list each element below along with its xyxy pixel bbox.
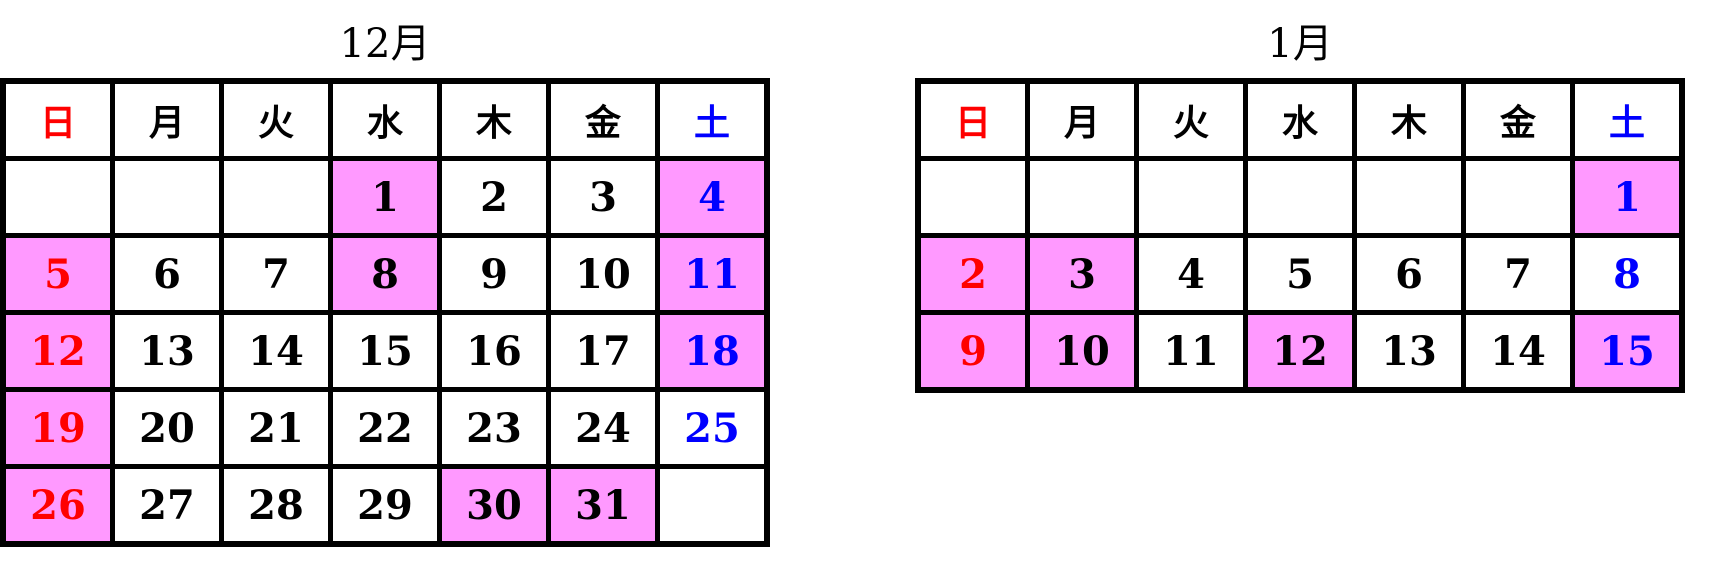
week-row: 1 [915, 156, 1685, 238]
day-cell: 9 [915, 310, 1030, 393]
weekday-header-row: 日月火水木金土 [915, 78, 1685, 161]
day-cell: 2 [915, 233, 1030, 315]
weekday-header-cell: 金 [546, 78, 660, 161]
empty-day-cell [1461, 156, 1575, 238]
day-cell: 6 [1352, 233, 1466, 315]
day-cell: 3 [1025, 233, 1139, 315]
weekday-header-cell: 日 [915, 78, 1030, 161]
day-cell: 4 [1134, 233, 1248, 315]
day-cell: 19 [0, 387, 115, 469]
calendar-title: 12月 [339, 21, 431, 67]
weekday-header-row: 日月火水木金土 [0, 78, 770, 161]
empty-day-cell [1134, 156, 1248, 238]
day-cell: 3 [546, 156, 660, 238]
weekday-header-cell: 土 [1570, 78, 1685, 161]
weekday-header-cell: 月 [110, 78, 224, 161]
empty-day-cell [110, 156, 224, 238]
weekday-header-cell: 木 [437, 78, 551, 161]
weekday-header-cell: 水 [328, 78, 442, 161]
day-cell: 14 [219, 310, 333, 392]
day-cell: 10 [546, 233, 660, 315]
day-cell: 8 [1570, 233, 1685, 315]
day-cell: 15 [328, 310, 442, 392]
day-cell: 24 [546, 387, 660, 469]
day-cell: 12 [1243, 310, 1357, 393]
weekday-header-cell: 金 [1461, 78, 1575, 161]
day-cell: 6 [110, 233, 224, 315]
empty-day-cell [1352, 156, 1466, 238]
day-cell: 18 [655, 310, 770, 392]
weekday-header-cell: 水 [1243, 78, 1357, 161]
empty-day-cell [219, 156, 333, 238]
day-cell: 28 [219, 464, 333, 547]
day-cell: 13 [1352, 310, 1466, 393]
day-cell: 4 [655, 156, 770, 238]
day-cell: 8 [328, 233, 442, 315]
day-cell: 11 [1134, 310, 1248, 393]
day-cell: 25 [655, 387, 770, 469]
day-cell: 30 [437, 464, 551, 547]
empty-day-cell [915, 156, 1030, 238]
weekday-header-cell: 土 [655, 78, 770, 161]
day-cell: 1 [328, 156, 442, 238]
day-cell: 15 [1570, 310, 1685, 393]
day-cell: 11 [655, 233, 770, 315]
day-cell: 22 [328, 387, 442, 469]
day-cell: 10 [1025, 310, 1139, 393]
weekday-header-cell: 木 [1352, 78, 1466, 161]
day-cell: 16 [437, 310, 551, 392]
day-cell: 31 [546, 464, 660, 547]
day-cell: 7 [1461, 233, 1575, 315]
day-cell: 17 [546, 310, 660, 392]
empty-day-cell [655, 464, 770, 547]
day-cell: 5 [1243, 233, 1357, 315]
day-cell: 12 [0, 310, 115, 392]
day-cell: 14 [1461, 310, 1575, 393]
weekday-header-cell: 日 [0, 78, 115, 161]
day-cell: 2 [437, 156, 551, 238]
day-cell: 29 [328, 464, 442, 547]
day-cell: 1 [1570, 156, 1685, 238]
empty-day-cell [0, 156, 115, 238]
day-cell: 13 [110, 310, 224, 392]
calendar-title: 1月 [1267, 21, 1333, 67]
day-cell: 26 [0, 464, 115, 547]
day-cell: 9 [437, 233, 551, 315]
day-cell: 7 [219, 233, 333, 315]
day-cell: 21 [219, 387, 333, 469]
weekday-header-cell: 火 [1134, 78, 1248, 161]
day-cell: 27 [110, 464, 224, 547]
day-cell: 23 [437, 387, 551, 469]
day-cell: 5 [0, 233, 115, 315]
empty-day-cell [1243, 156, 1357, 238]
day-cell: 20 [110, 387, 224, 469]
weekday-header-cell: 火 [219, 78, 333, 161]
weekday-header-cell: 月 [1025, 78, 1139, 161]
empty-day-cell [1025, 156, 1139, 238]
